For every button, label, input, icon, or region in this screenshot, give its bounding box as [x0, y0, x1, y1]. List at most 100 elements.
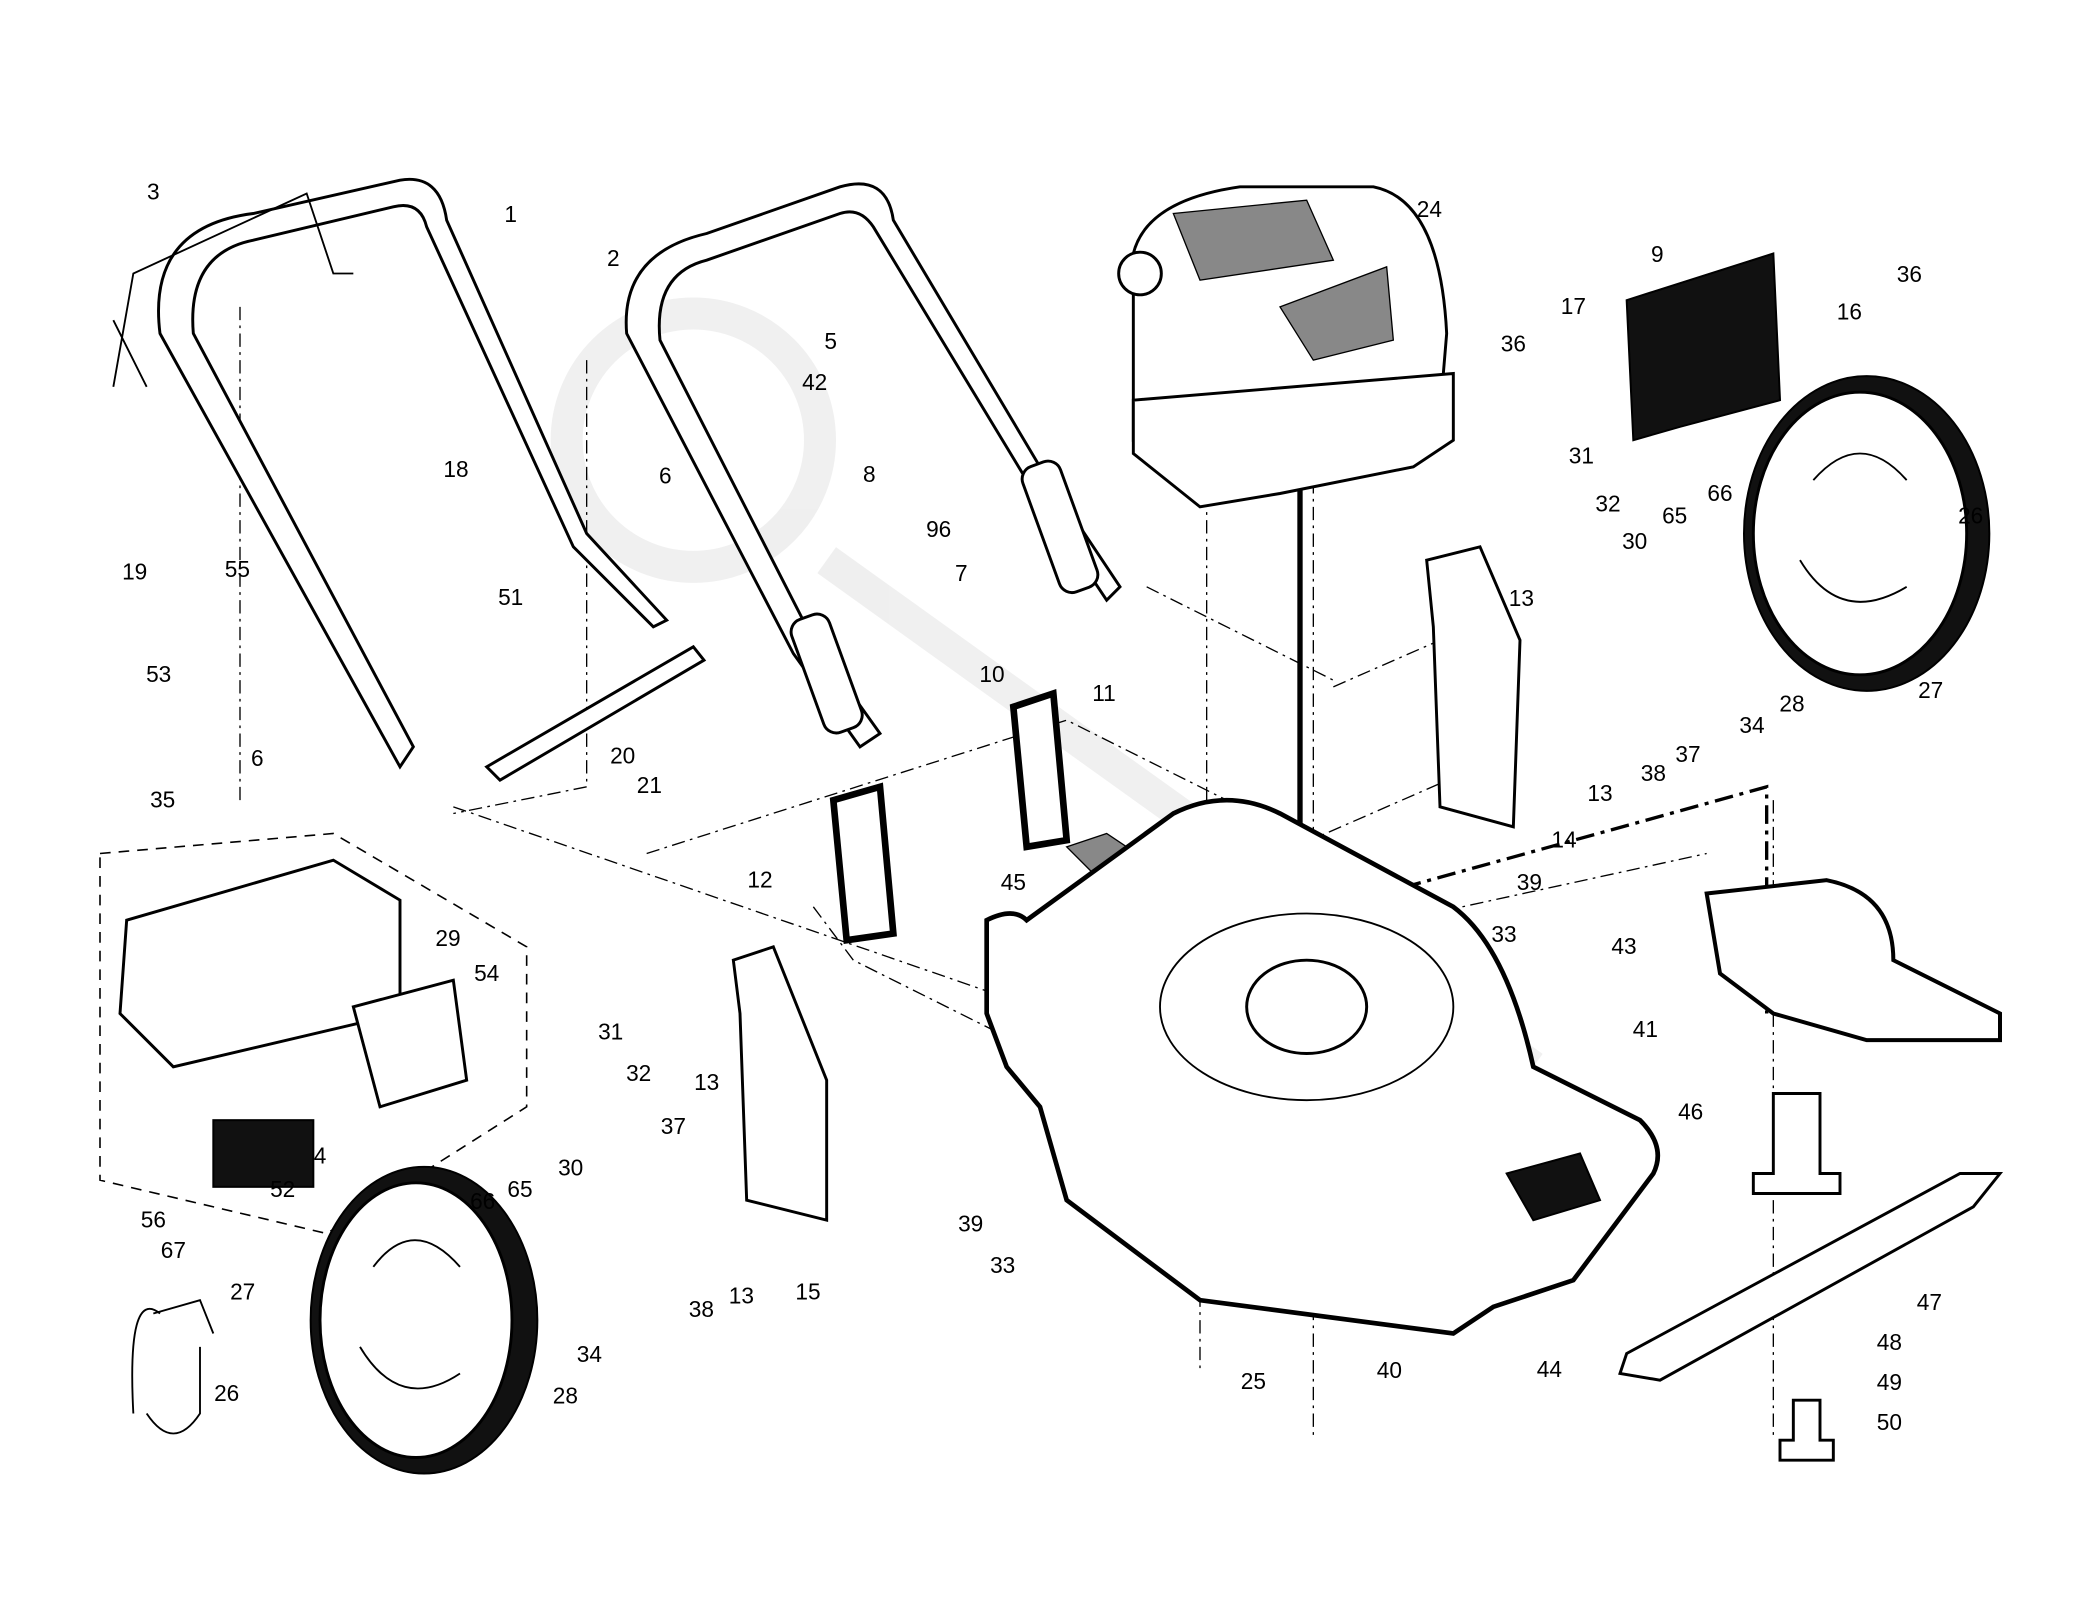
engine-24: [1117, 185, 1455, 509]
callout-66: 66: [470, 1188, 495, 1214]
callout-18: 18: [443, 456, 468, 482]
callout-38: 38: [689, 1296, 714, 1322]
callout-27: 27: [1918, 677, 1943, 703]
callout-9: 9: [1651, 241, 1664, 267]
callout-20: 20: [610, 742, 635, 768]
axle-bracket-15: [731, 945, 829, 1223]
callout-53: 53: [146, 661, 171, 687]
height-plate-11: [1009, 689, 1071, 851]
lower-handle-2: [624, 182, 1122, 749]
callout-47: 47: [1917, 1289, 1942, 1315]
height-plate-12: [829, 782, 897, 944]
callout-39: 39: [958, 1210, 983, 1236]
callout-30: 30: [558, 1154, 583, 1180]
callout-34: 34: [1739, 712, 1764, 738]
callout-2: 2: [607, 245, 620, 271]
wheel-27-right: [1742, 375, 1991, 692]
charger-67: [131, 1299, 215, 1435]
callout-55: 55: [225, 556, 250, 582]
blade-47: [1618, 1172, 2004, 1382]
axle-bracket-14: [1425, 545, 1522, 829]
wheel-27-left: [309, 1165, 539, 1475]
mulch-plug-43: [1704, 878, 2002, 1043]
callout-65: 65: [507, 1176, 532, 1202]
callout-8: 8: [863, 461, 876, 487]
callout-43: 43: [1611, 933, 1636, 959]
callout-15: 15: [795, 1278, 820, 1304]
callout-46: 46: [1678, 1098, 1703, 1124]
callout-10: 10: [979, 661, 1004, 687]
callout-27: 27: [230, 1278, 255, 1304]
callout-52: 52: [270, 1176, 295, 1202]
callout-37: 37: [661, 1113, 686, 1139]
blade-adapter-46: [1751, 1092, 1842, 1195]
callout-38: 38: [1641, 760, 1666, 786]
callout-11: 11: [1092, 680, 1116, 706]
callout-96: 96: [926, 516, 951, 542]
callout-50: 50: [1877, 1409, 1902, 1435]
callout-28: 28: [1779, 690, 1804, 716]
callout-54: 54: [474, 960, 499, 986]
blade-bolt-50: [1778, 1398, 1835, 1462]
callout-6: 6: [659, 462, 672, 488]
callout-36: 36: [1501, 330, 1526, 356]
callout-32: 32: [626, 1060, 651, 1086]
callout-29: 29: [435, 925, 460, 951]
callout-33: 33: [990, 1252, 1015, 1278]
battery-tray-54: [351, 978, 469, 1109]
callout-31: 31: [598, 1018, 623, 1044]
callout-32: 32: [1595, 490, 1620, 516]
rod-20: [484, 644, 707, 783]
callout-5: 5: [824, 328, 837, 354]
callout-37: 37: [1675, 741, 1700, 767]
callout-51: 51: [498, 584, 523, 610]
battery-52: [212, 1119, 315, 1188]
callout-34: 34: [577, 1341, 602, 1367]
callout-28: 28: [553, 1382, 578, 1408]
callout-45: 45: [1001, 869, 1026, 895]
callout-26: 26: [1958, 502, 1983, 528]
callout-13: 13: [729, 1282, 754, 1308]
callout-6: 6: [251, 745, 264, 771]
upper-handle-1: [157, 177, 670, 770]
callout-13: 13: [694, 1069, 719, 1095]
callout-3: 3: [147, 178, 160, 204]
callout-17: 17: [1561, 293, 1586, 319]
mower-deck-44: [984, 797, 1661, 1336]
handle-bracket-8b: [1020, 459, 1100, 595]
callout-49: 49: [1877, 1369, 1902, 1395]
callout-24: 24: [1417, 196, 1442, 222]
callout-21: 21: [637, 772, 662, 798]
callout-16: 16: [1837, 298, 1862, 324]
callout-4: 4: [314, 1142, 327, 1168]
callout-33: 33: [1491, 921, 1516, 947]
callout-67: 67: [161, 1237, 186, 1263]
control-bar: [112, 192, 354, 388]
callout-14: 14: [1551, 826, 1576, 852]
callout-13: 13: [1509, 585, 1534, 611]
callout-42: 42: [802, 369, 827, 395]
callout-19: 19: [122, 558, 147, 584]
callout-25: 25: [1241, 1368, 1266, 1394]
callout-31: 31: [1569, 442, 1594, 468]
handle-bracket-8: [789, 612, 864, 735]
rear-flap-9: [1625, 252, 1782, 442]
callout-36: 36: [1897, 261, 1922, 287]
callout-7: 7: [955, 560, 968, 586]
callout-39: 39: [1517, 869, 1542, 895]
callout-65: 65: [1662, 502, 1687, 528]
callout-41: 41: [1633, 1016, 1658, 1042]
callout-30: 30: [1622, 528, 1647, 554]
callout-48: 48: [1877, 1329, 1902, 1355]
callout-66: 66: [1707, 480, 1732, 506]
callout-40: 40: [1377, 1357, 1402, 1383]
callout-56: 56: [141, 1206, 166, 1232]
battery-cover-29: [118, 858, 402, 1069]
callout-12: 12: [747, 866, 772, 892]
callout-44: 44: [1537, 1356, 1562, 1382]
callout-26: 26: [214, 1380, 239, 1406]
callout-13: 13: [1587, 780, 1612, 806]
